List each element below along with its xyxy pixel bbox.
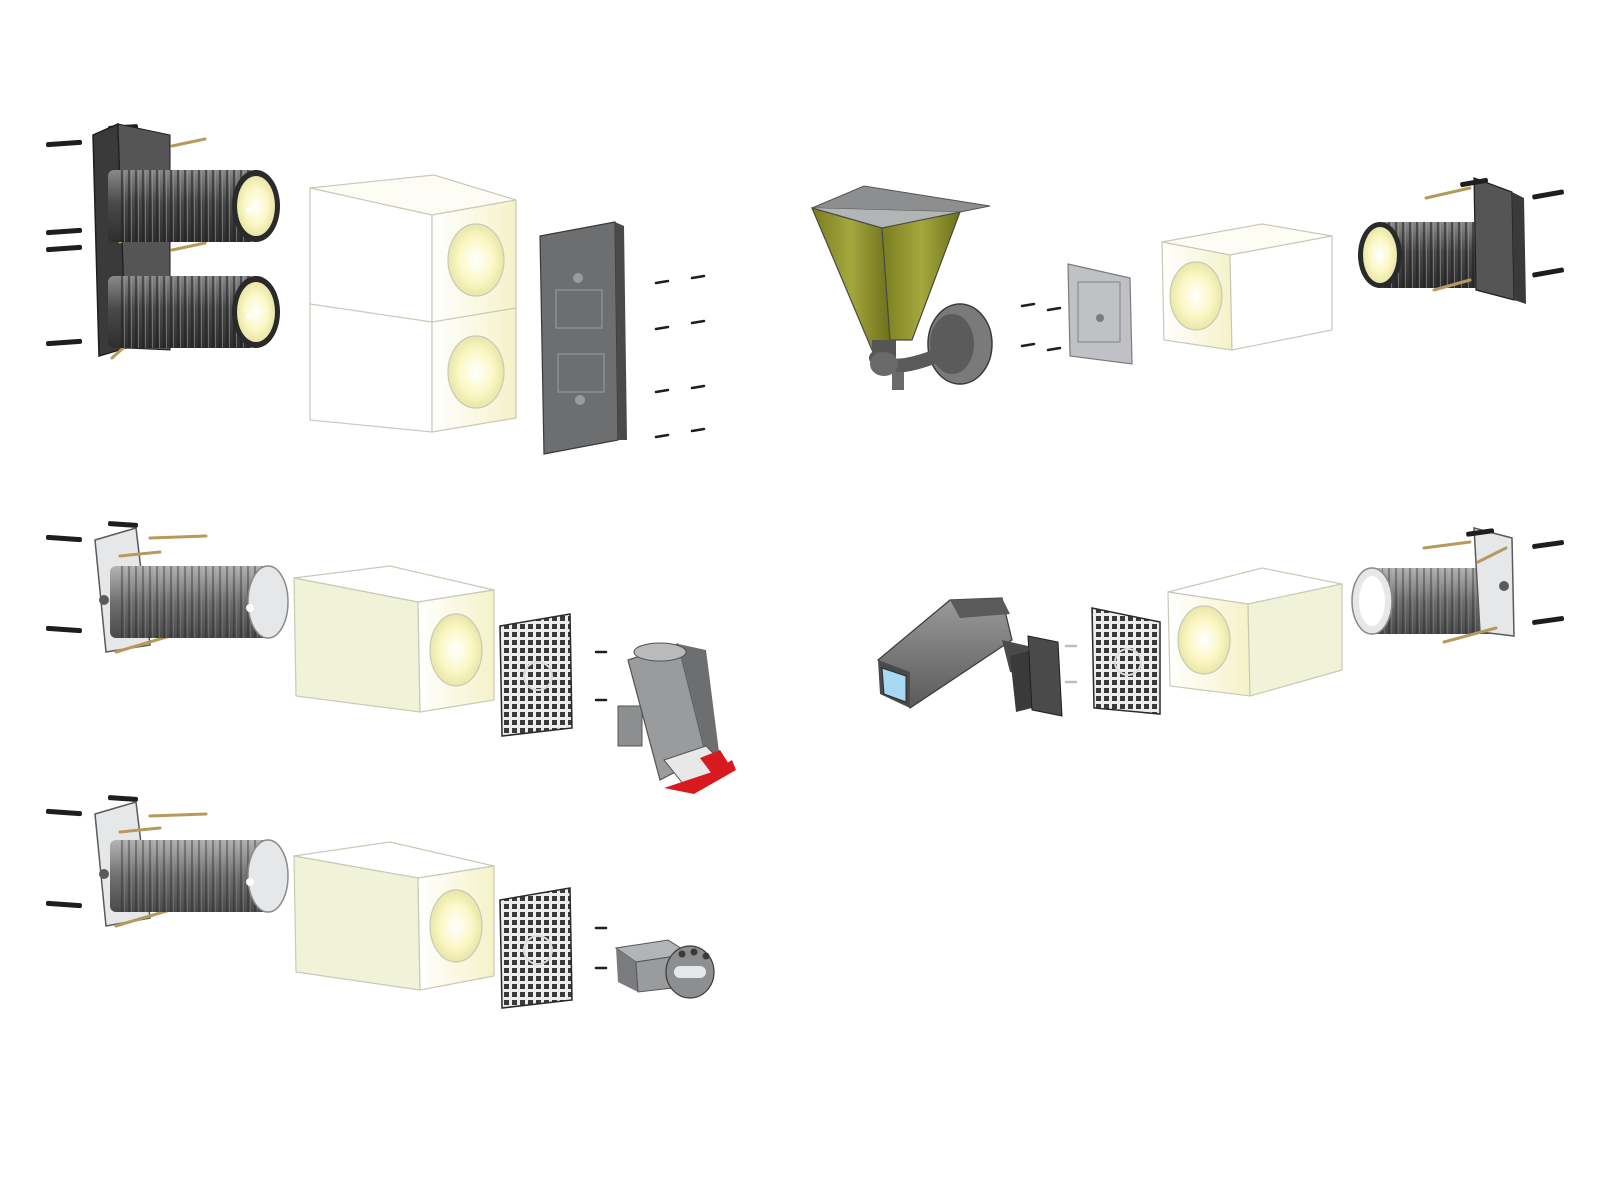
mounting-plate-icon (539, 221, 627, 455)
screws-icon (1422, 540, 1508, 644)
wall-plugs-icon (45, 795, 138, 909)
anchor-plate-icon (1473, 527, 1515, 637)
screws-icon (114, 534, 208, 654)
wall-lamp-icon (810, 185, 993, 390)
grid-plate-icon (499, 613, 573, 737)
security-camera-icon (877, 597, 1063, 717)
insulation-block-icon (309, 174, 517, 433)
wall-plugs-icon (1466, 528, 1565, 625)
mounting-plate-icon (1067, 263, 1133, 365)
screws-icon (1424, 186, 1472, 292)
grid-plate-icon (499, 887, 573, 1009)
screws-icon (654, 274, 706, 439)
corrugated-sleeve-icon (110, 839, 289, 913)
wall-plugs-icon (1460, 177, 1564, 278)
corrugated-sleeve-icon (110, 565, 289, 639)
screws-icon (594, 926, 608, 970)
corrugated-sleeve-icon (108, 170, 280, 242)
grid-plate-icon (1091, 607, 1161, 715)
insulation-block-icon (1167, 567, 1343, 697)
assembly-wall-lamp (810, 177, 1564, 390)
screws-icon (1020, 302, 1062, 352)
wall-plugs-icon (45, 521, 138, 634)
screws-icon (1064, 644, 1078, 684)
anchor-plate-icon (1473, 177, 1526, 304)
cee-socket-icon (617, 642, 736, 794)
screws-icon (594, 650, 608, 702)
corrugated-sleeve-icon (108, 276, 280, 348)
insulation-block-icon (293, 565, 495, 713)
assembly-double-socket (46, 122, 706, 455)
assembly-cee-socket (45, 521, 736, 794)
motion-sensor-icon (614, 939, 715, 999)
insulation-block-icon (1161, 223, 1333, 351)
assembly-motion-detector (45, 795, 715, 1009)
insulation-block-icon (293, 841, 495, 991)
assembly-camera (877, 527, 1565, 717)
wall-plugs-icon (46, 124, 139, 347)
screws-icon (114, 812, 208, 928)
